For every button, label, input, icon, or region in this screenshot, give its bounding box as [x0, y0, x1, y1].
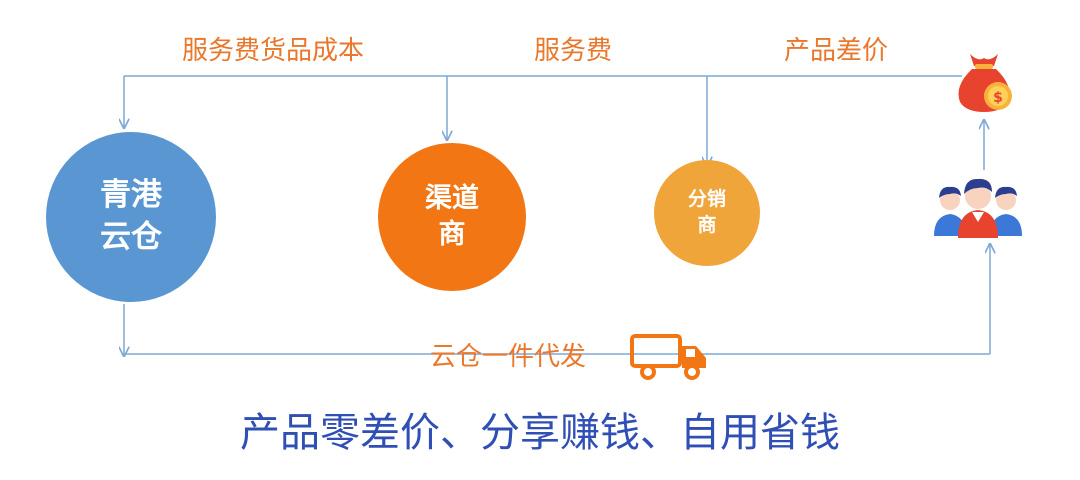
node-distributor-line2: 商	[697, 214, 717, 236]
label-service-fee: 服务费	[534, 36, 613, 66]
delivery-truck-icon	[630, 334, 706, 380]
node-qinggang-cloud-warehouse: 青港 云仓	[46, 132, 216, 302]
node-distributor-line1: 分销	[687, 188, 726, 211]
label-cloud-warehouse-dropship: 云仓一件代发	[430, 342, 587, 372]
node-qinggang-line2: 云仓	[100, 219, 162, 255]
svg-text:$: $	[993, 90, 1003, 106]
node-channel-merchant: 渠道 商	[378, 143, 526, 291]
label-product-price-difference: 产品差价	[784, 36, 889, 66]
node-channel-line2: 商	[438, 219, 466, 250]
node-channel-line1: 渠道	[425, 182, 479, 214]
money-bag-icon: $	[958, 54, 1012, 112]
footer-slogan: 产品零差价、分享赚钱、自用省钱	[240, 410, 840, 456]
people-group-icon	[934, 178, 1022, 238]
label-service-fee-goods-cost: 服务费货品成本	[182, 36, 365, 66]
node-qinggang-line1: 青港	[100, 177, 162, 214]
node-distributor: 分销 商	[654, 160, 760, 266]
